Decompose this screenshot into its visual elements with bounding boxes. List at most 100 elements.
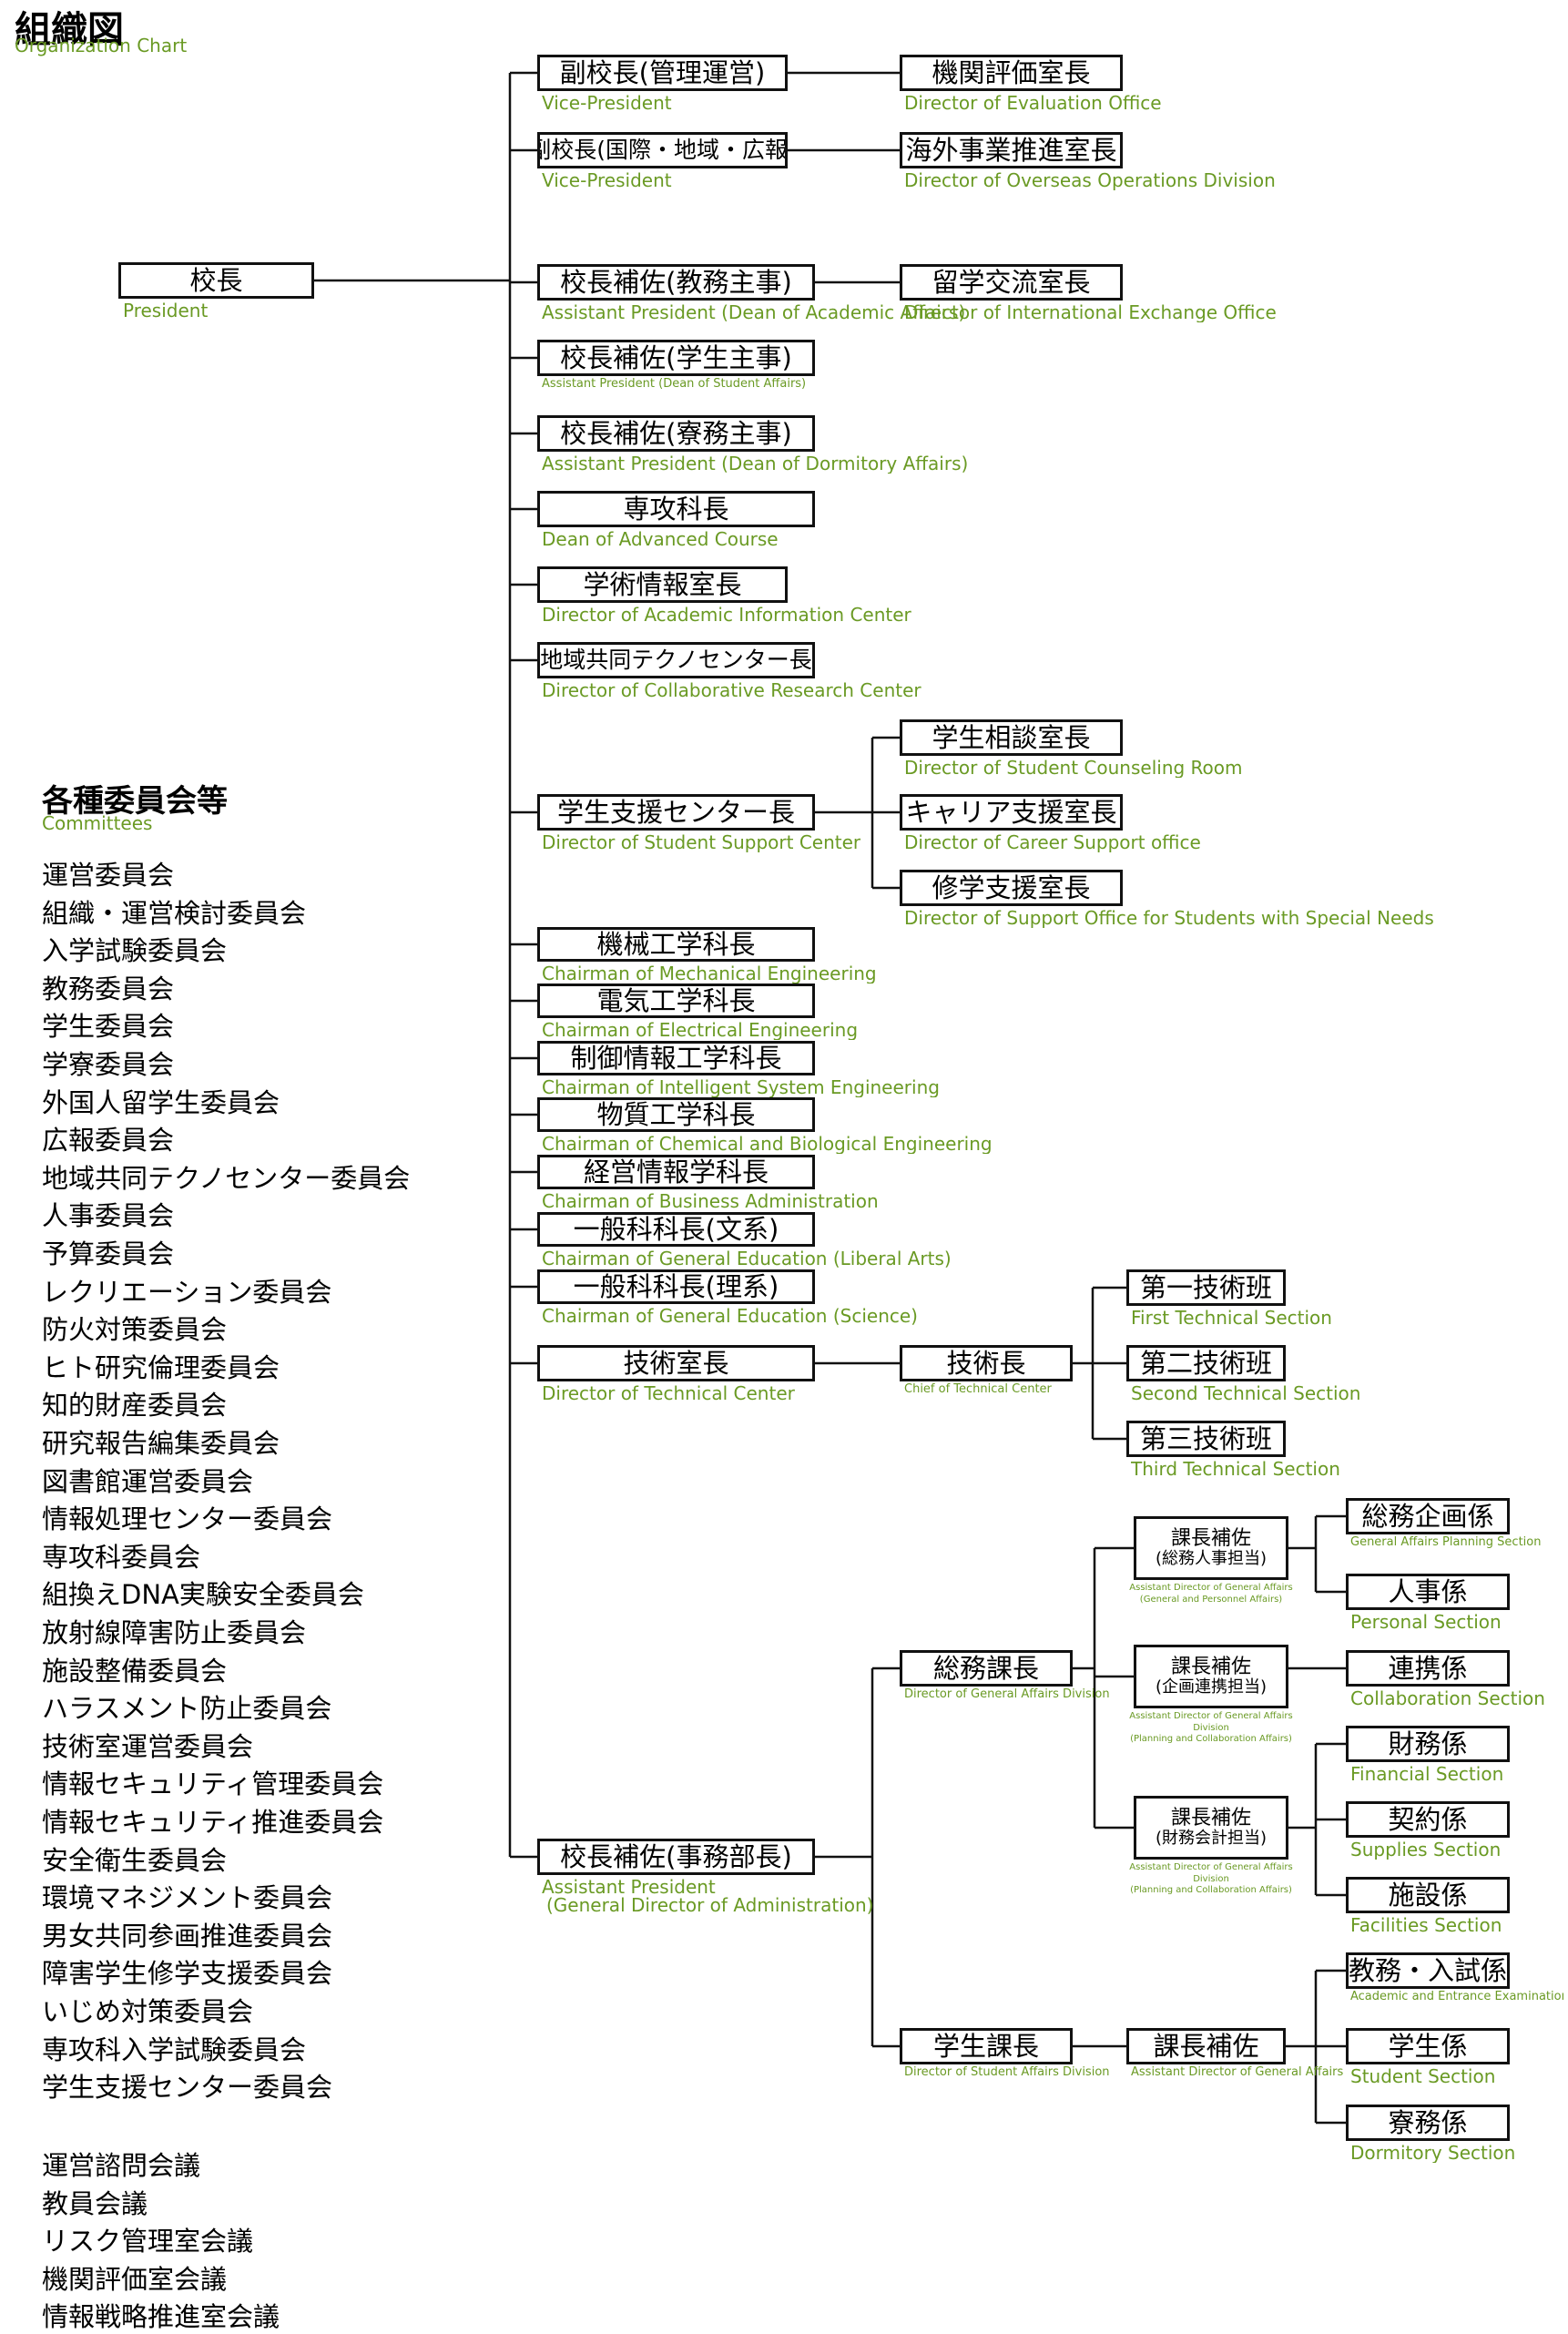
committees-heading-en: Committees — [42, 812, 153, 834]
org-box-ssc: 学生支援センター長 — [537, 794, 815, 831]
org-box-ad_finance-line2: (財務会計担当) — [1155, 1829, 1268, 1849]
committee-item: 障害学生修学支援委員会 — [42, 1958, 333, 1990]
org-box-ad_planning-line2: (企画連携担当) — [1155, 1677, 1268, 1697]
org-label-counsel: Director of Student Counseling Room — [904, 758, 1243, 778]
org-label-ad_finance-en1: Assistant Director of General Affairs Di… — [1129, 1862, 1293, 1884]
org-label-vp1: Vice-President — [542, 93, 672, 113]
org-box-ap_dorm: 校長補佐(寮務主事) — [537, 415, 815, 452]
org-label-ctrl: Chairman of Intelligent System Engineeri… — [542, 1077, 940, 1097]
org-box-sec_student: 学生係 — [1346, 2028, 1510, 2064]
org-box-ad_planning-line1: 課長補佐 — [1170, 1656, 1251, 1678]
committee-item: 人事委員会 — [42, 1200, 175, 1232]
committee-item: 情報セキュリティ推進委員会 — [42, 1807, 384, 1838]
org-box-president: 校長 — [118, 262, 314, 299]
org-box-elec: 電気工学科長 — [537, 984, 815, 1018]
org-label-sec_gaplan: General Affairs Planning Section — [1350, 1536, 1542, 1549]
org-label-sec_collab: Collaboration Section — [1350, 1688, 1545, 1708]
org-box-sec_dorm: 寮務係 — [1346, 2105, 1510, 2141]
org-box-ap_academic: 校長補佐(教務主事) — [537, 264, 815, 301]
committee-item: 男女共同参画推進委員会 — [42, 1920, 333, 1952]
org-box-ad_finance-line1: 課長補佐 — [1170, 1807, 1251, 1829]
org-label-sec_exam: Academic and Entrance Examination Sectio… — [1350, 1991, 1563, 2003]
committee-item: 組織・運営検討委員会 — [42, 897, 307, 929]
org-label-gen_lib: Chairman of General Education (Liberal A… — [542, 1249, 952, 1269]
org-label-ad_finance-en2: (Planning and Collaboration Affairs) — [1130, 1885, 1292, 1895]
org-label-sec_supply: Supplies Section — [1350, 1840, 1502, 1860]
committee-item: 学寮委員会 — [42, 1049, 175, 1080]
org-box-adv_course: 専攻科長 — [537, 491, 815, 527]
committee-item: 入学試験委員会 — [42, 935, 228, 967]
org-box-counsel: 学生相談室長 — [900, 719, 1123, 756]
org-label-eval: Director of Evaluation Office — [904, 93, 1162, 113]
committee-item: 外国人留学生委員会 — [42, 1086, 280, 1118]
committee-item: 予算委員会 — [42, 1238, 175, 1269]
org-label-ap_dorm: Assistant President (Dean of Dormitory A… — [542, 454, 969, 474]
org-label-acad_info: Director of Academic Information Center — [542, 605, 911, 625]
committee-item: 組換えDNA実験安全委員会 — [42, 1579, 364, 1611]
org-box-gen_sci: 一般科科長(理系) — [537, 1269, 815, 1304]
org-box-ad_personnel: 課長補佐(総務人事担当) — [1134, 1516, 1288, 1580]
org-box-overseas: 海外事業推進室長 — [900, 132, 1123, 168]
org-label-ga_div: Director of General Affairs Division — [904, 1688, 1110, 1701]
org-box-ad_personnel-line1: 課長補佐 — [1170, 1527, 1251, 1550]
org-label-overseas: Director of Overseas Operations Division — [904, 170, 1276, 190]
org-box-ctrl: 制御情報工学科長 — [537, 1041, 815, 1075]
org-label-biz: Chairman of Business Administration — [542, 1191, 879, 1211]
committee-item: 情報セキュリティ管理委員会 — [42, 1768, 384, 1800]
org-label-ap_student: Assistant President (Dean of Student Aff… — [542, 378, 807, 391]
org-box-tech_chief: 技術長 — [900, 1345, 1073, 1381]
committee-item: ハラスメント防止委員会 — [42, 1693, 332, 1725]
org-box-sa_div: 学生課長 — [900, 2028, 1073, 2064]
council-item: 運営諮問会議 — [42, 2150, 201, 2181]
committee-item: 研究報告編集委員会 — [42, 1428, 280, 1459]
org-label-sec_personal: Personal Section — [1350, 1612, 1502, 1632]
committee-item: 防火対策委員会 — [42, 1314, 228, 1346]
org-label-ad_personnel-en1: Assistant Director of General Affairs — [1129, 1583, 1293, 1593]
org-label-tech_chief: Chief of Technical Center — [904, 1383, 1052, 1396]
org-label-chem: Chairman of Chemical and Biological Engi… — [542, 1134, 993, 1154]
org-box-ap_student: 校長補佐(学生主事) — [537, 340, 815, 376]
committee-item: 情報処理センター委員会 — [42, 1503, 333, 1535]
org-box-acad_info: 学術情報室長 — [537, 566, 788, 603]
committee-item: 技術室運営委員会 — [42, 1730, 254, 1762]
committee-item: 専攻科委員会 — [42, 1541, 201, 1573]
org-box-ad_student: 課長補佐 — [1126, 2028, 1286, 2064]
committee-item: 広報委員会 — [42, 1125, 175, 1157]
org-box-vp2: 副校長(国際・地域・広報) — [537, 132, 788, 168]
org-label-sec_student: Student Section — [1350, 2066, 1496, 2086]
org-label-collab: Director of Collaborative Research Cente… — [542, 680, 921, 700]
org-label-ad_student: Assistant Director of General Affairs — [1131, 2066, 1344, 2079]
org-label-gen_sci: Chairman of General Education (Science) — [542, 1306, 918, 1326]
committee-item: 図書館運営委員会 — [42, 1465, 254, 1497]
org-box-sec_collab: 連携係 — [1346, 1650, 1510, 1687]
org-label-ts1: First Technical Section — [1131, 1308, 1332, 1328]
council-item: 教員会議 — [42, 2187, 148, 2219]
org-box-eval: 機関評価室長 — [900, 55, 1123, 91]
org-label-ad_planning-en2: (Planning and Collaboration Affairs) — [1130, 1734, 1292, 1744]
org-label-ad_personnel-en2: (General and Personnel Affairs) — [1139, 1594, 1283, 1605]
org-label-ap_admin-2: (General Director of Administration) — [546, 1894, 874, 1916]
committee-item: 学生支援センター委員会 — [42, 2072, 333, 2104]
org-label-ad_planning-en1: Assistant Director of General Affairs Di… — [1129, 1711, 1293, 1733]
committee-item: レクリエーション委員会 — [42, 1276, 332, 1308]
org-label-ts2: Second Technical Section — [1131, 1383, 1361, 1403]
committees-heading: 各種委員会等 — [42, 783, 228, 820]
committee-item: 知的財産委員会 — [42, 1390, 228, 1422]
org-box-mech: 機械工学科長 — [537, 927, 815, 962]
committee-item: 環境マネジメント委員会 — [42, 1882, 333, 1914]
committee-item: 安全衛生委員会 — [42, 1844, 228, 1876]
org-box-ap_admin: 校長補佐(事務部長) — [537, 1839, 815, 1875]
org-box-biz: 経営情報学科長 — [537, 1155, 815, 1189]
org-label-ssc: Director of Student Support Center — [542, 832, 861, 852]
committee-item: 運営委員会 — [42, 860, 175, 891]
org-label-mech: Chairman of Mechanical Engineering — [542, 963, 877, 984]
org-box-ts3: 第三技術班 — [1126, 1421, 1286, 1457]
committee-item: ヒト研究倫理委員会 — [42, 1351, 280, 1383]
org-label-career: Director of Career Support office — [904, 832, 1201, 852]
org-box-gen_lib: 一般科科長(文系) — [537, 1212, 815, 1247]
org-label-tech_center: Director of Technical Center — [542, 1383, 795, 1403]
committee-item: 教務委員会 — [42, 973, 175, 1004]
org-box-sec_personal: 人事係 — [1346, 1574, 1510, 1610]
